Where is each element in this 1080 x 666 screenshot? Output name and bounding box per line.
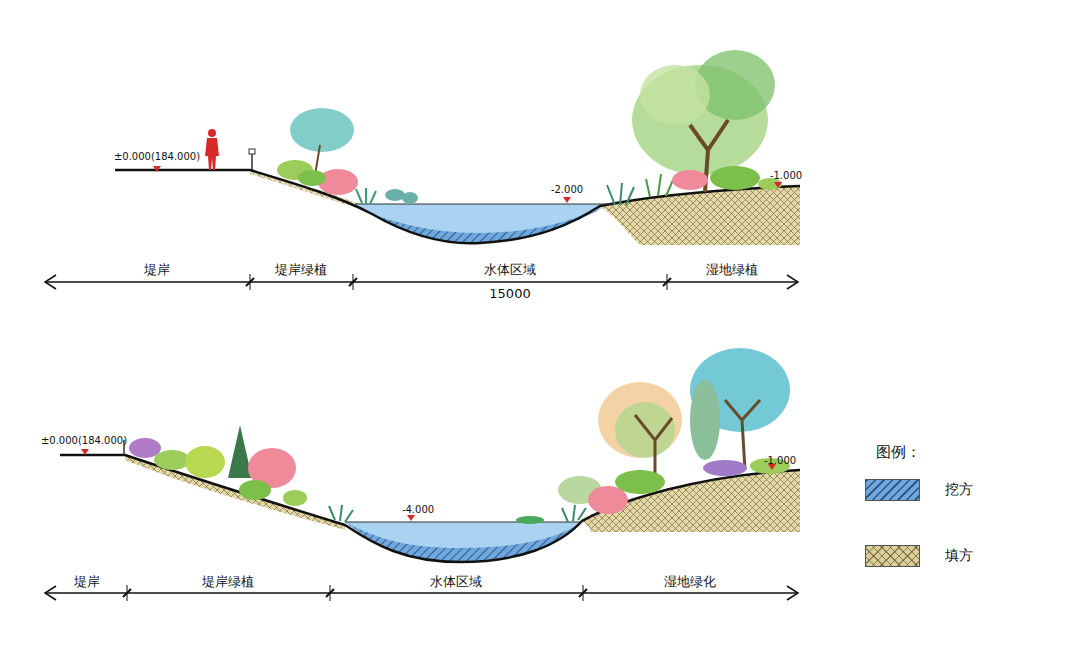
legend-swatch: [865, 479, 920, 501]
legend-swatch: [865, 545, 920, 567]
top-section: [45, 50, 800, 290]
dimension-value: 15000: [486, 286, 533, 302]
zone-label: 堤岸: [141, 262, 173, 278]
zone-label: 堤岸绿植: [272, 262, 330, 278]
zone-label: 堤岸绿植: [199, 574, 257, 590]
legend-text: 填方: [945, 547, 973, 565]
elevation-mark: -1.000: [770, 170, 802, 182]
zone-label: 水体区域: [481, 262, 539, 278]
elevation-mark: -2.000: [551, 184, 583, 196]
legend-title: 图例：: [876, 443, 921, 461]
zone-label: 湿地绿植: [703, 262, 761, 278]
elevation-mark: -4.000: [402, 504, 434, 516]
elevation-mark: ±0.000(184.000): [41, 435, 127, 447]
zone-label: 水体区域: [427, 574, 485, 590]
zone-label: 堤岸: [71, 574, 103, 590]
zone-label: 湿地绿化: [661, 574, 719, 590]
bottom-section: [45, 348, 800, 601]
elevation-mark: ±0.000(184.000): [114, 151, 200, 163]
legend-text: 挖方: [945, 481, 973, 499]
elevation-mark: -1.000: [764, 455, 796, 467]
